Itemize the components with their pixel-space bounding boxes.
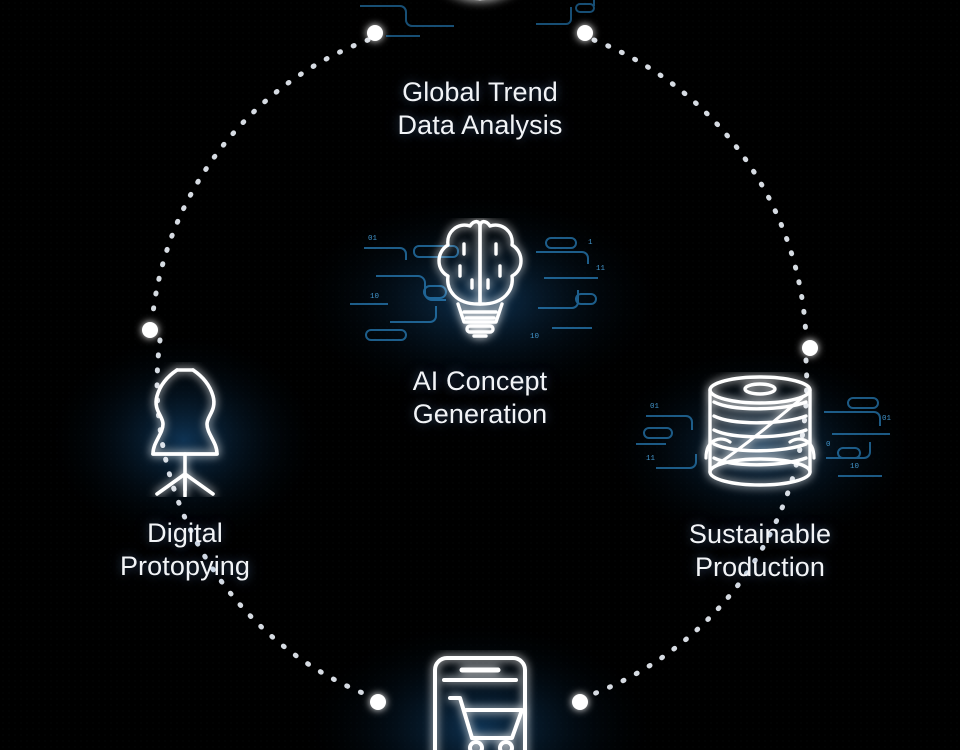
svg-text:10: 10 [594,0,602,3]
svg-text:0: 0 [826,441,831,449]
svg-text:1: 1 [588,239,593,247]
svg-text:11: 11 [596,265,606,273]
dress-form-mannequin-icon [35,362,335,497]
node-label-global-trend: Global Trend Data Analysis [397,77,563,140]
node-ai-concept[interactable]: 01 10 1 11 10 [330,218,630,431]
svg-text:10: 10 [850,463,860,471]
connector-dot-bottom-right [572,694,588,710]
arc-bottomright [585,357,810,699]
connector-dot-bottom-left [370,694,386,710]
node-global-trend[interactable]: 01 10 0 Global Trend Data Analysis [330,0,630,142]
glow-left [44,330,324,550]
connector-dot-right [802,340,818,356]
node-label-ai-concept: AI Concept Generation [412,366,548,429]
globe-icon: 01 10 0 [330,0,630,70]
glow-top [250,0,710,140]
smartphone-shopping-cart-icon [380,650,580,750]
connector-dot-top-left [367,25,383,41]
svg-text:11: 11 [646,455,656,463]
glow-right [602,343,922,553]
arc-topright [591,37,809,341]
node-digital-prototyping[interactable]: Digital Protopying [35,362,335,583]
node-mobile-commerce[interactable] [380,650,580,750]
arc-bottomleft [154,337,373,699]
svg-text:10: 10 [370,293,380,301]
node-label-digital-prototyping: Digital Protopying [119,518,251,581]
svg-text:01: 01 [368,235,378,243]
brain-lightbulb-icon: 01 10 1 11 10 [330,218,630,353]
node-label-sustainable-production: Sustainable Production [688,519,832,582]
connector-dot-top-right [577,25,593,41]
glow-bottom [300,618,660,750]
node-sustainable-production[interactable]: 01 11 01 10 0 [610,372,910,584]
svg-text:01: 01 [882,415,892,423]
thread-spool-icon: 01 11 01 10 0 [610,372,910,502]
connector-dot-left [142,322,158,338]
svg-text:10: 10 [530,333,540,341]
svg-text:01: 01 [650,403,660,411]
